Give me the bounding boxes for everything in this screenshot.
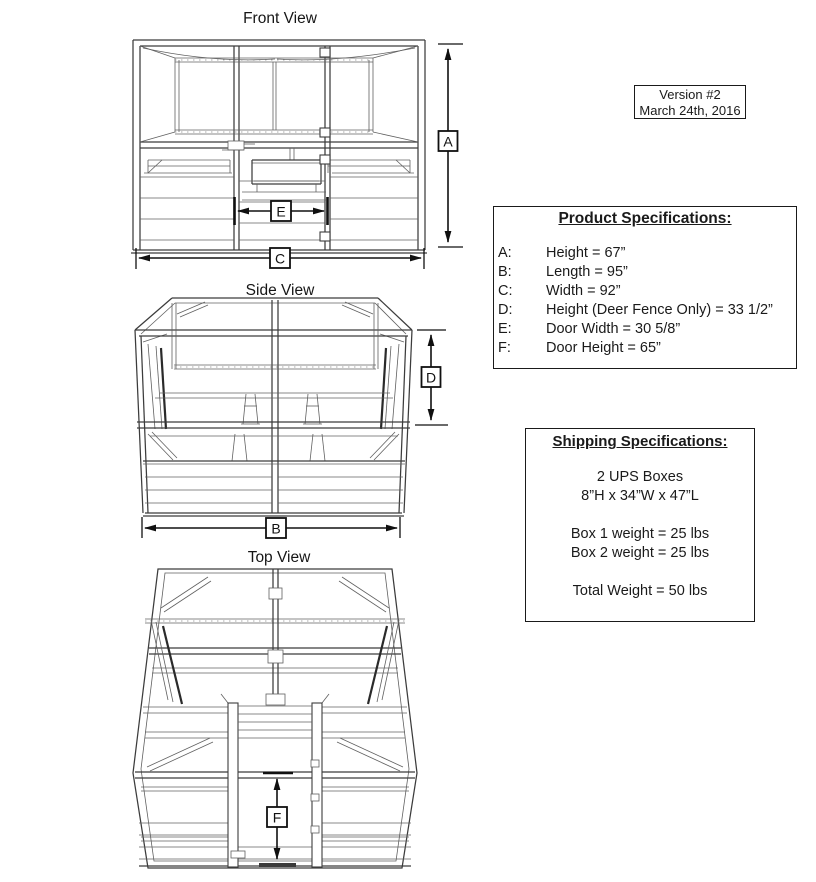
shipping-line-dimensions: 8”H x 34”W x 47”L (581, 488, 699, 504)
spec-key: B: (498, 264, 512, 280)
spec-value: Length = 95” (546, 264, 628, 280)
shipping-line-box2-weight: Box 2 weight = 25 lbs (570, 545, 710, 561)
top-structure (132, 568, 418, 869)
spec-row-e: E: Door Width = 30 5/8” (494, 320, 796, 339)
dim-label-d: D (426, 370, 436, 386)
shipping-line-boxes: 2 UPS Boxes (596, 469, 684, 485)
dimension-e: E (233, 197, 329, 225)
shipping-line-total-weight: Total Weight = 50 lbs (572, 583, 708, 599)
product-specifications-title: Product Specifications: (558, 210, 732, 227)
version-number: Version #2 (659, 87, 721, 102)
spec-row-b: B: Length = 95” (494, 263, 796, 282)
dimension-b: B (141, 517, 401, 539)
spec-key: C: (498, 283, 513, 299)
spec-key: A: (498, 245, 512, 261)
front-view-title: Front View (243, 10, 317, 27)
top-bottom-slats (139, 822, 411, 867)
side-structure (134, 297, 413, 517)
spec-value: Height = 67” (546, 245, 626, 261)
top-view-drawing: F (132, 568, 418, 869)
spec-row-a: A: Height = 67” (494, 244, 796, 263)
dim-label-e: E (276, 204, 285, 220)
spec-key: D: (498, 302, 513, 318)
spec-value: Height (Deer Fence Only) = 33 1/2” (546, 302, 773, 318)
door-latch (222, 140, 255, 151)
dim-label-b: B (271, 521, 280, 537)
version-date: March 24th, 2016 (639, 102, 741, 118)
spec-row-d: D: Height (Deer Fence Only) = 33 1/2” (494, 301, 796, 320)
dim-label-f: F (273, 810, 282, 826)
top-view-title: Top View (247, 549, 311, 566)
shipping-specifications-title: Shipping Specifications: (552, 433, 728, 450)
dimension-c: C (135, 247, 425, 269)
shipping-specifications-box: Shipping Specifications: 2 UPS Boxes 8”H… (525, 428, 755, 622)
side-view-title: Side View (245, 282, 315, 299)
side-view-drawing: D B (134, 297, 448, 539)
product-specifications-list: A: Height = 67” B: Length = 95” C: Width… (494, 244, 796, 358)
front-planter-slats (140, 176, 418, 241)
dimension-a: A (437, 43, 463, 248)
spec-row-c: C: Width = 92” (494, 282, 796, 301)
spec-key: F: (498, 340, 511, 356)
spec-key: E: (498, 321, 512, 337)
dim-label-a: A (443, 134, 453, 150)
spec-value: Width = 92” (546, 283, 621, 299)
spec-value: Door Width = 30 5/8” (546, 321, 681, 337)
version-box: Version #2 March 24th, 2016 (634, 85, 746, 119)
front-structure (131, 39, 427, 254)
front-view-drawing: A E C (131, 39, 463, 269)
spec-value: Door Height = 65” (546, 340, 661, 356)
spec-row-f: F: Door Height = 65” (494, 339, 796, 358)
dimension-f: F (259, 771, 296, 867)
product-specifications-box: Product Specifications: A: Height = 67” … (493, 206, 797, 369)
dimension-d: D (415, 329, 448, 426)
top-door-vestibule (220, 693, 330, 868)
shipping-line-box1-weight: Box 1 weight = 25 lbs (570, 526, 710, 542)
side-planter-slats (143, 460, 405, 517)
door-hinges (319, 47, 331, 242)
dim-label-c: C (275, 251, 285, 267)
